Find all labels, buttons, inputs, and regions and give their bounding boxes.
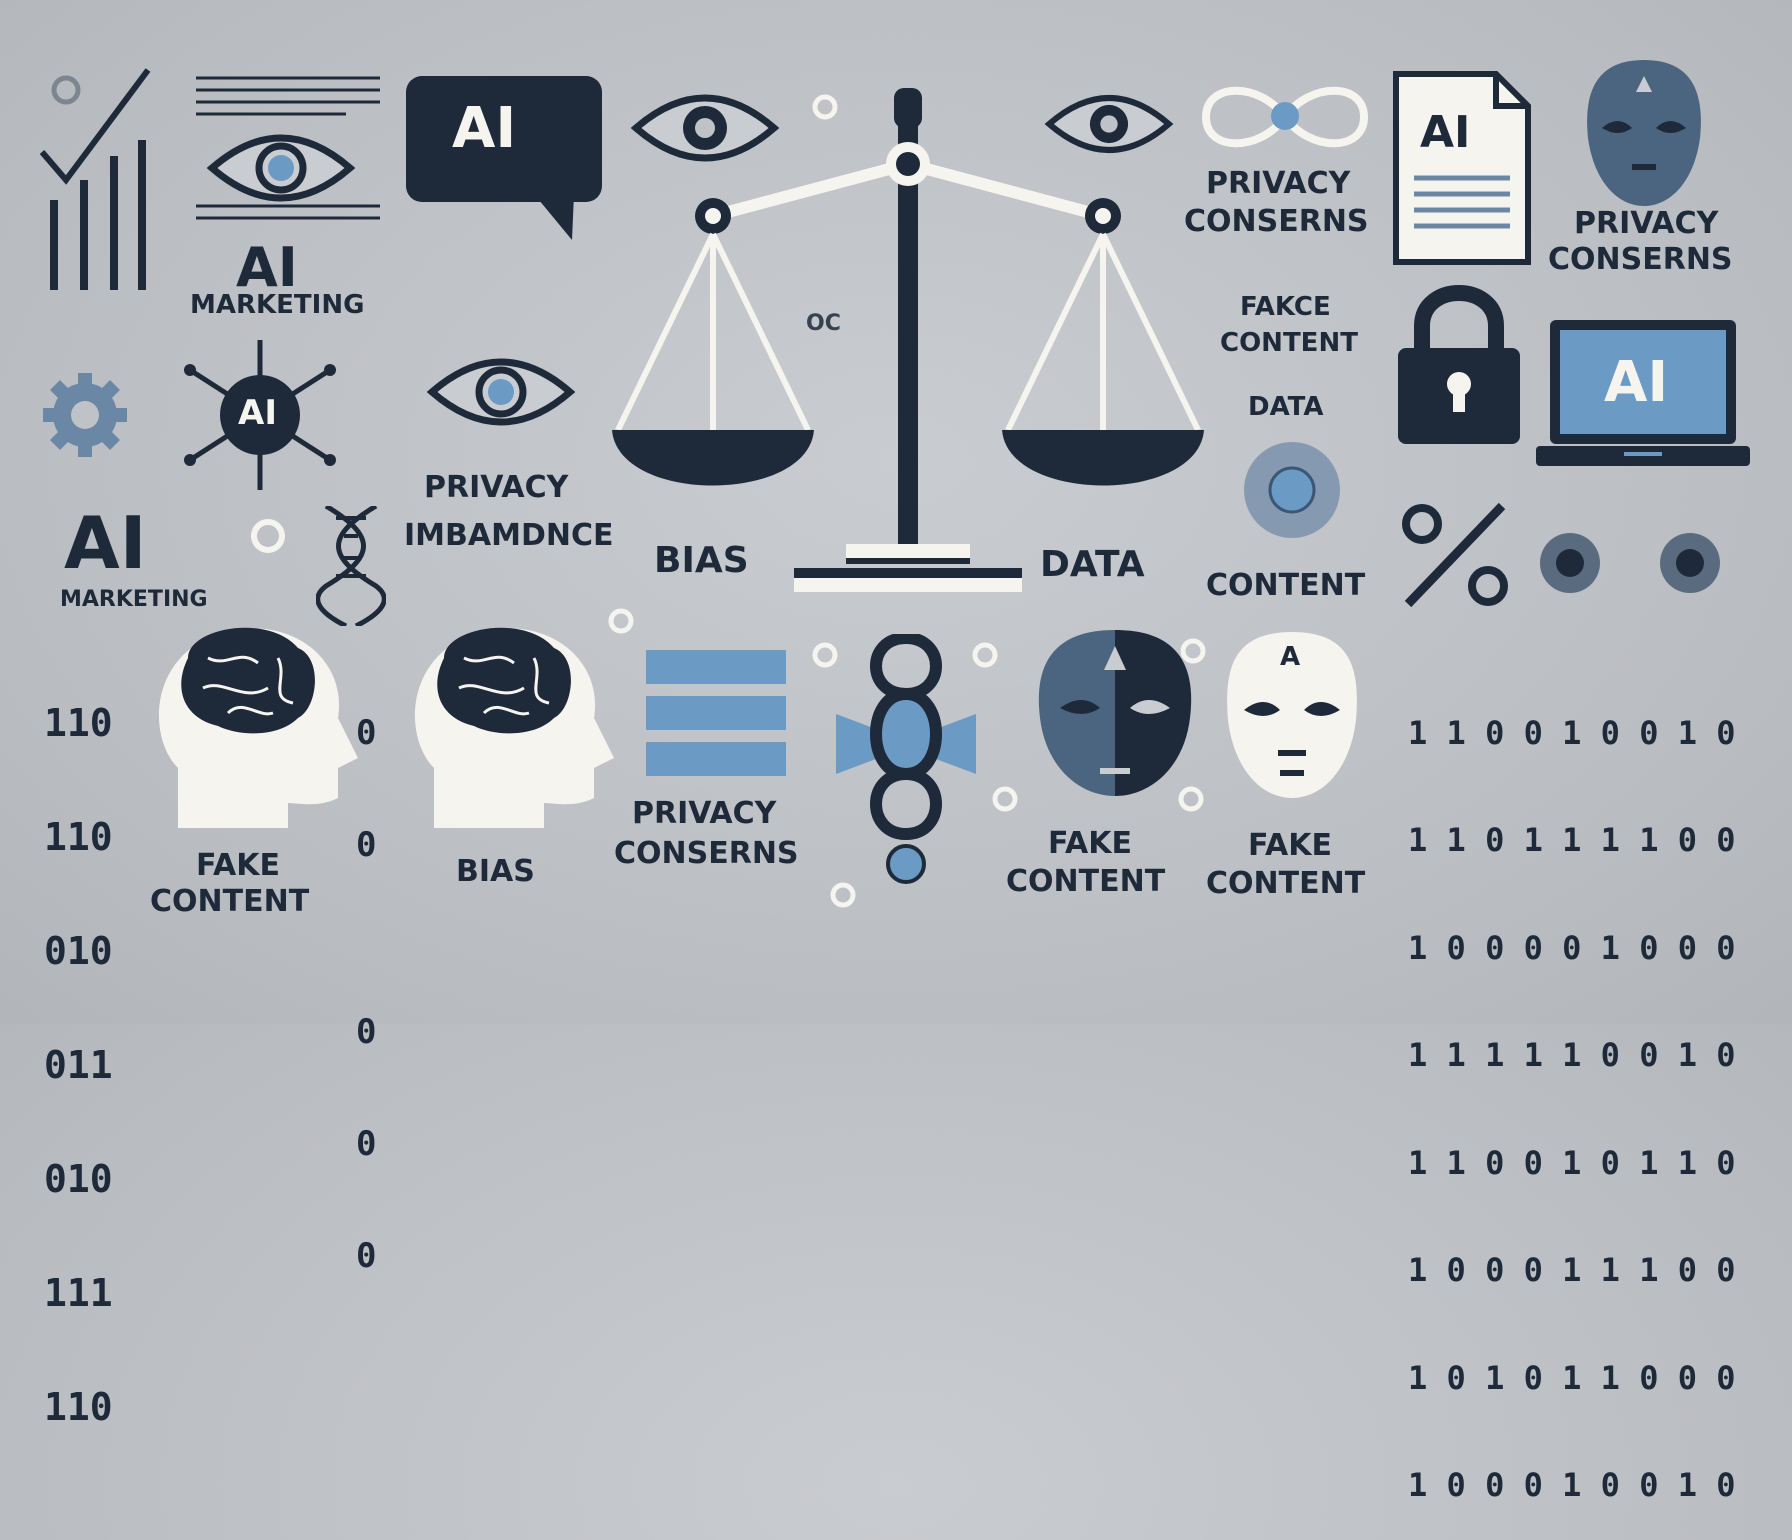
ring-dot-icon [251,519,285,553]
binary-row: 010 [44,929,113,973]
data-center: DATA [1040,544,1145,585]
privacy-conserns-right-line1: PRIVACY [1574,206,1719,241]
brain-head-icon [414,627,614,828]
privacy-conserns-top-line2: CONSERNS [1184,204,1369,239]
padlock-icon [1398,285,1520,444]
binary-mid: 0 0 0 0 0 [356,640,397,1313]
fakce-content-line1: FAKCE [1240,292,1331,322]
eye-icon [1044,95,1174,153]
mask-icon [1587,60,1701,206]
eye-icon [630,94,780,162]
eye-icon [206,134,356,202]
percent-icon [1402,502,1508,608]
dark-mask-icon [1038,630,1192,796]
ring-dot-icon [830,882,856,908]
binary-row: 1 1 0 0 1 0 0 1 0 [1408,713,1736,752]
fake-content-mask-dark-line2: CONTENT [1006,864,1166,899]
infinity-link-icon [1201,86,1369,148]
fake-content-left-line1: FAKE [196,848,281,883]
binary-row: 0 [356,712,377,753]
binary-row: 1 1 0 0 1 0 1 1 0 [1408,1143,1736,1182]
laptop-icon [1536,320,1750,466]
speech-bubble-ai: AI [452,96,517,161]
privacy-conserns-bottom-line1: PRIVACY [632,796,777,831]
binary-row: 110 [44,1385,113,1429]
privacy-conserns-right-line2: CONSERNS [1548,242,1733,277]
binary-row: 1 0 0 0 0 1 0 0 0 [1408,928,1736,967]
check-chart-icon [39,68,151,290]
content-right: CONTENT [1206,568,1366,603]
scale-of-justice-icon [612,88,1204,592]
binary-row: 1 0 0 0 1 0 0 1 0 [1408,1466,1736,1505]
binary-row: 111 [44,1271,113,1315]
binary-row: 1 1 1 1 1 0 0 1 0 [1408,1036,1736,1075]
fakce-content-line2: CONTENT [1220,328,1358,358]
fake-content-left-line2: CONTENT [150,884,310,919]
binary-row: 0 [356,1124,377,1165]
bias-bottom: BIAS [456,854,535,889]
privacy-imbalance-line2: IMBAMDNCE [404,518,614,553]
laptop-ai: AI [1604,350,1669,415]
binary-row: 110 [44,815,113,859]
gear-network-icon [43,340,336,490]
ai-marketing-top-ai: AI [236,236,298,299]
bias-center: BIAS [654,540,749,581]
binary-row: 110 [44,701,113,745]
round-badge-icon [1244,442,1340,538]
binary-row: 1 0 1 0 1 1 0 0 0 [1408,1358,1736,1397]
fake-content-mask-light-line2: CONTENT [1206,866,1366,901]
binary-row: 1 0 0 0 1 1 1 0 0 [1408,1251,1736,1290]
binary-row: 1 1 0 1 1 1 1 0 0 [1408,821,1736,860]
fake-content-mask-light-line1: FAKE [1248,828,1333,863]
binary-row: 010 [44,1157,113,1201]
ai-marketing-top-word: MARKETING [190,290,365,320]
binary-left: 110 110 010 011 010 111 110 [44,628,113,1464]
ai-marketing-bottom-ai: AI [64,501,147,585]
binary-row: 0 [356,824,377,865]
eye-icon [426,358,576,426]
speech-bubble-icon [406,76,602,240]
ai-marketing-bottom-word: MARKETING [60,587,208,612]
ring-dot-icon [608,608,634,634]
ring-dot-icon [992,786,1018,812]
light-mask-icon [1227,632,1357,798]
ai-document-icon [1393,71,1531,265]
ring-dot-icon [812,642,838,668]
brain-head-icon [158,627,358,828]
ring-dot-icon [812,94,838,120]
oc-small: OC [806,311,841,336]
privacy-imbalance-line1: PRIVACY [424,470,569,505]
document-lines-icon [196,76,380,220]
mask-light-symbol: A [1280,642,1301,672]
chain-dna-icon [836,634,976,884]
privacy-conserns-bottom-line2: CONSERNS [614,836,799,871]
binary-row: 0 [356,1011,377,1052]
document-ai: AI [1420,107,1471,158]
toggle-icon [1540,533,1720,593]
gear-badge-ai: AI [238,393,277,433]
ring-dot-icon [1178,786,1204,812]
ring-dot-icon [972,642,998,668]
dna-icon [316,506,386,626]
ring-dot-icon [1180,638,1206,664]
privacy-conserns-top-line1: PRIVACY [1206,166,1351,201]
fake-content-mask-dark-line1: FAKE [1048,826,1133,861]
stacked-bars-icon [646,650,786,776]
binary-right: 1 1 0 0 1 0 0 1 0 1 1 0 1 1 1 1 0 0 1 0 … [1408,644,1736,1540]
binary-row: 011 [44,1043,113,1087]
binary-row: 0 [356,1236,377,1277]
data-right: DATA [1248,392,1324,422]
